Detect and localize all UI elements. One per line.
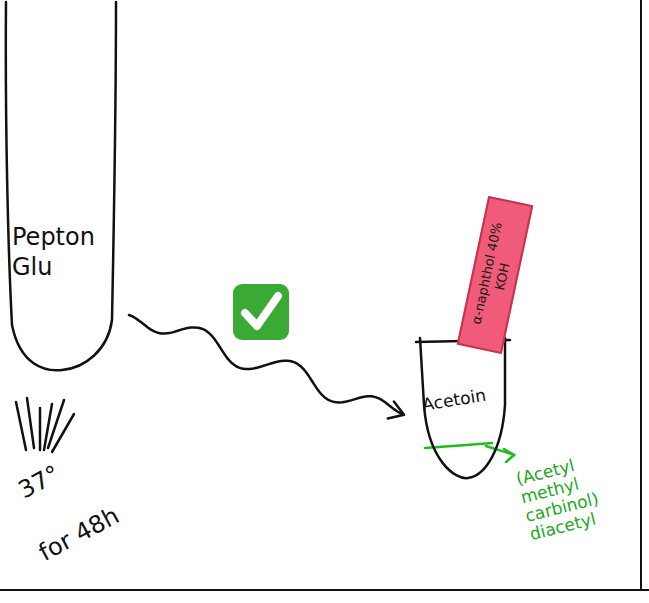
note-label: (Acetyl methyl carbinol) diacetyl	[514, 448, 624, 545]
tube-line	[6, 2, 116, 370]
tube-text: Acetoin	[421, 381, 509, 416]
test-tube: Pepton Glu	[0, 0, 125, 380]
check-icon	[233, 284, 289, 340]
frame-line	[640, 0, 642, 590]
tube-text: Pepton Glu	[12, 222, 112, 282]
reagent-strip: α-naphthol 40% KOH	[457, 196, 534, 354]
arrow-head	[388, 402, 404, 419]
time-label: for 48h	[34, 501, 124, 567]
wavy-arrow	[129, 315, 404, 418]
temperature-label: 37°	[14, 460, 65, 505]
wavy-line	[129, 315, 404, 415]
test-tube: Acetoin	[410, 330, 515, 490]
frame-line	[0, 589, 649, 591]
green-leader	[425, 443, 514, 462]
tube-outline	[0, 0, 125, 380]
reagent-text: α-naphthol 40% KOH	[466, 208, 524, 342]
heat-lines	[16, 398, 74, 452]
